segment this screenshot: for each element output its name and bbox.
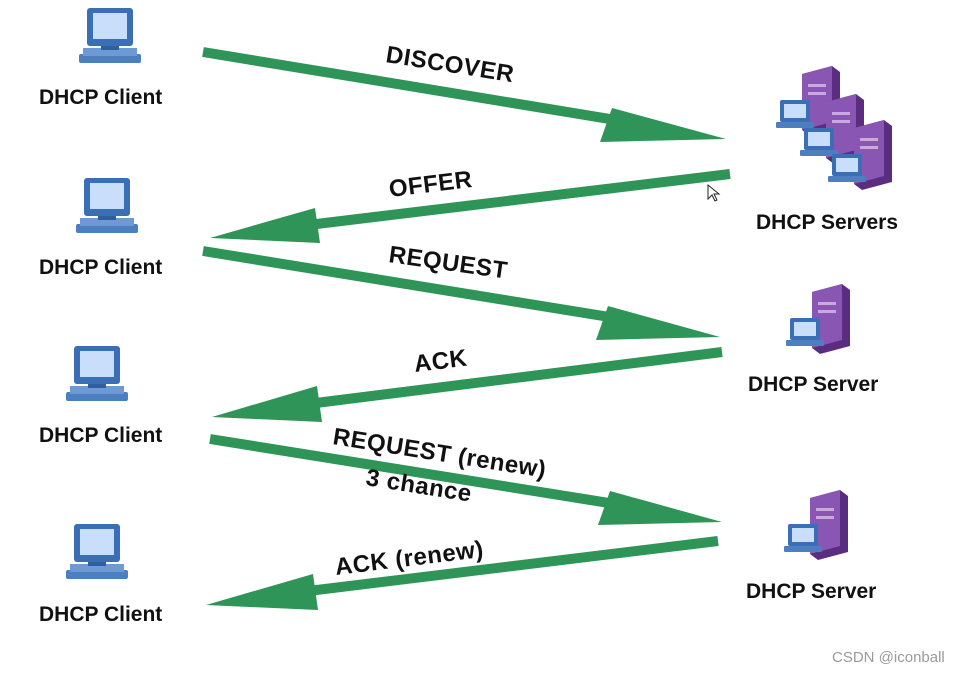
ack-label: ACK	[412, 345, 469, 378]
computer-icon	[66, 346, 128, 401]
client-label-4: DHCP Client	[39, 603, 162, 626]
client-label-1: DHCP Client	[39, 86, 162, 109]
arrow-request-renew	[209, 434, 722, 525]
request-label: REQUEST	[387, 241, 509, 284]
arrow-ack-renew	[206, 536, 719, 610]
computer-icon	[66, 524, 128, 579]
client-label-2: DHCP Client	[39, 256, 162, 279]
arrow-offer	[210, 169, 731, 243]
server-cluster-icon	[776, 66, 892, 190]
arrow-ack	[212, 347, 723, 422]
server-label-2: DHCP Server	[746, 580, 876, 603]
cursor-icon	[707, 183, 721, 202]
arrow-discover	[202, 47, 726, 142]
server-icon	[784, 490, 848, 560]
computer-icon	[76, 178, 138, 233]
server-label-1: DHCP Server	[748, 373, 878, 396]
client-label-3: DHCP Client	[39, 424, 162, 447]
server-icon	[786, 284, 850, 354]
computer-icon	[79, 8, 141, 63]
watermark: CSDN @iconball	[832, 649, 945, 666]
offer-label: OFFER	[387, 166, 473, 203]
servers-label: DHCP Servers	[756, 211, 898, 234]
arrow-request	[202, 246, 720, 340]
